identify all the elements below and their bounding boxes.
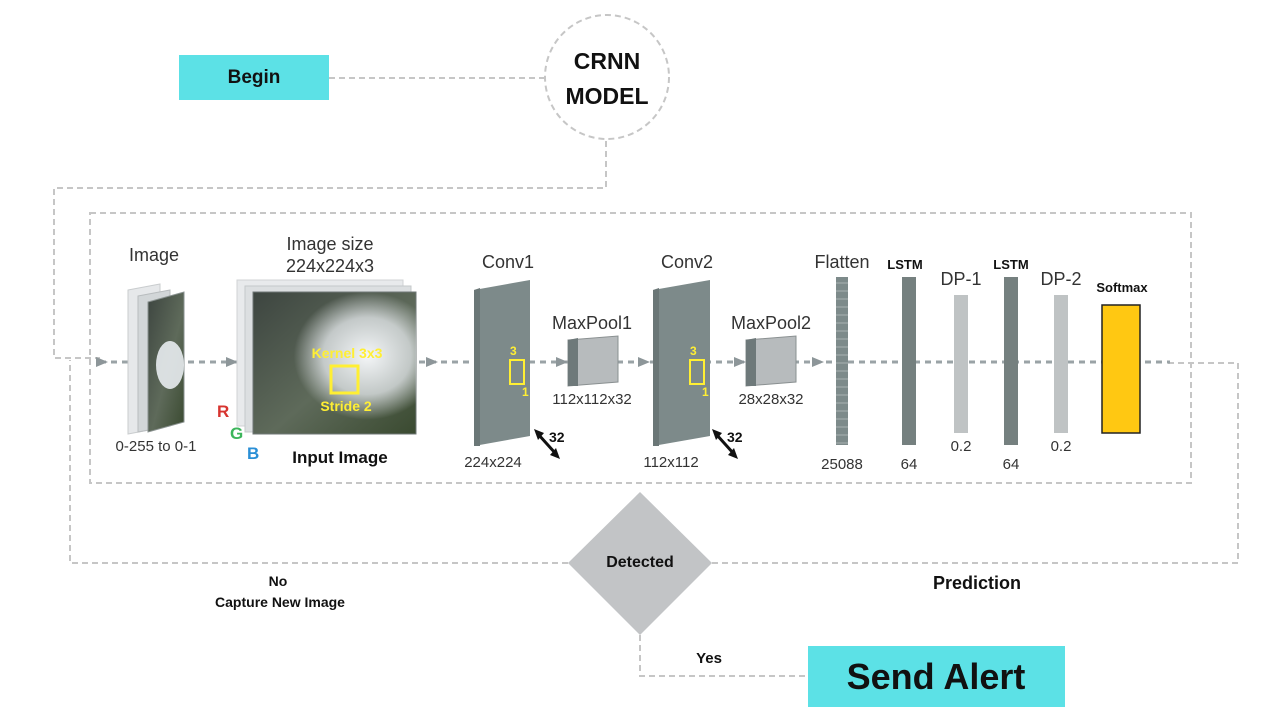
yes-label: Yes — [696, 650, 722, 667]
conv2-depth: 32 — [727, 429, 743, 445]
image-title: Image — [128, 245, 180, 265]
lstm1-size: 64 — [900, 456, 918, 473]
maxpool2-size: 28x28x32 — [738, 391, 804, 408]
maxpool1-block — [567, 335, 619, 387]
conv2-size: 112x112 — [643, 454, 699, 471]
softmax-layer — [1101, 304, 1141, 434]
network-frame — [89, 212, 1192, 484]
no-action-label: Capture New Image — [215, 594, 345, 610]
lstm2-title: LSTM — [993, 257, 1029, 272]
flatten-layer — [836, 277, 848, 445]
dp2-rate: 0.2 — [1050, 438, 1072, 455]
kernel-box — [329, 364, 360, 395]
channel-b: B — [247, 444, 260, 463]
maxpool2-title: MaxPool2 — [730, 313, 812, 333]
input-size-title-1: Image size — [286, 234, 374, 254]
prediction-label: Prediction — [932, 573, 1022, 593]
input-caption: Input Image — [292, 448, 388, 467]
conv1-kernel-3: 3 — [510, 344, 517, 358]
lstm1-layer — [902, 277, 916, 445]
model-title-line1: CRNN — [573, 48, 641, 74]
flatten-title: Flatten — [814, 252, 870, 272]
channel-g: G — [230, 424, 244, 443]
model-circle — [544, 14, 670, 140]
lstm1-title: LSTM — [887, 257, 923, 272]
begin-label: Begin — [227, 67, 281, 88]
input-image — [236, 279, 417, 435]
stride-label: Stride 2 — [320, 398, 372, 414]
model-to-network-connector — [53, 141, 607, 359]
flatten-size: 25088 — [821, 456, 863, 473]
conv2-kernel-3: 3 — [690, 344, 697, 358]
image-range: 0-255 to 0-1 — [115, 438, 197, 455]
network-flow-arrows — [96, 357, 824, 367]
input-size-title-2: 224x224x3 — [285, 256, 375, 276]
image-stack — [127, 283, 185, 435]
conv1-block — [474, 280, 560, 459]
decision-diamond — [568, 492, 712, 635]
maxpool2-block — [745, 335, 797, 387]
send-alert-box — [808, 646, 1065, 707]
lstm2-size: 64 — [1002, 456, 1020, 473]
maxpool1-size: 112x112x32 — [552, 391, 632, 408]
dp1-layer — [954, 295, 968, 433]
send-alert-label: Send Alert — [846, 656, 1026, 697]
begin-box — [179, 55, 329, 100]
dp1-title: DP-1 — [940, 269, 982, 289]
maxpool1-title: MaxPool1 — [551, 313, 633, 333]
lstm2-layer — [1004, 277, 1018, 445]
conv1-depth: 32 — [549, 429, 565, 445]
conv1-kernel-1: 1 — [522, 385, 529, 399]
decision-label: Detected — [606, 554, 674, 571]
conv2-block — [653, 280, 738, 459]
kernel-label: Kernel 3x3 — [311, 345, 383, 361]
conv1-size: 224x224 — [464, 454, 522, 471]
channel-r: R — [217, 402, 230, 421]
conv2-title: Conv2 — [660, 252, 714, 272]
dp2-title: DP-2 — [1040, 269, 1082, 289]
no-label: No — [268, 573, 288, 589]
prediction-connector — [712, 362, 1239, 564]
conv1-title: Conv1 — [481, 252, 535, 272]
conv2-kernel-1: 1 — [702, 385, 709, 399]
dp2-layer — [1054, 295, 1068, 433]
dp1-rate: 0.2 — [950, 438, 972, 455]
softmax-title: Softmax — [1096, 280, 1148, 295]
yes-connector — [639, 635, 808, 677]
no-loop-connector — [69, 360, 568, 564]
model-title-line2: MODEL — [565, 83, 649, 109]
